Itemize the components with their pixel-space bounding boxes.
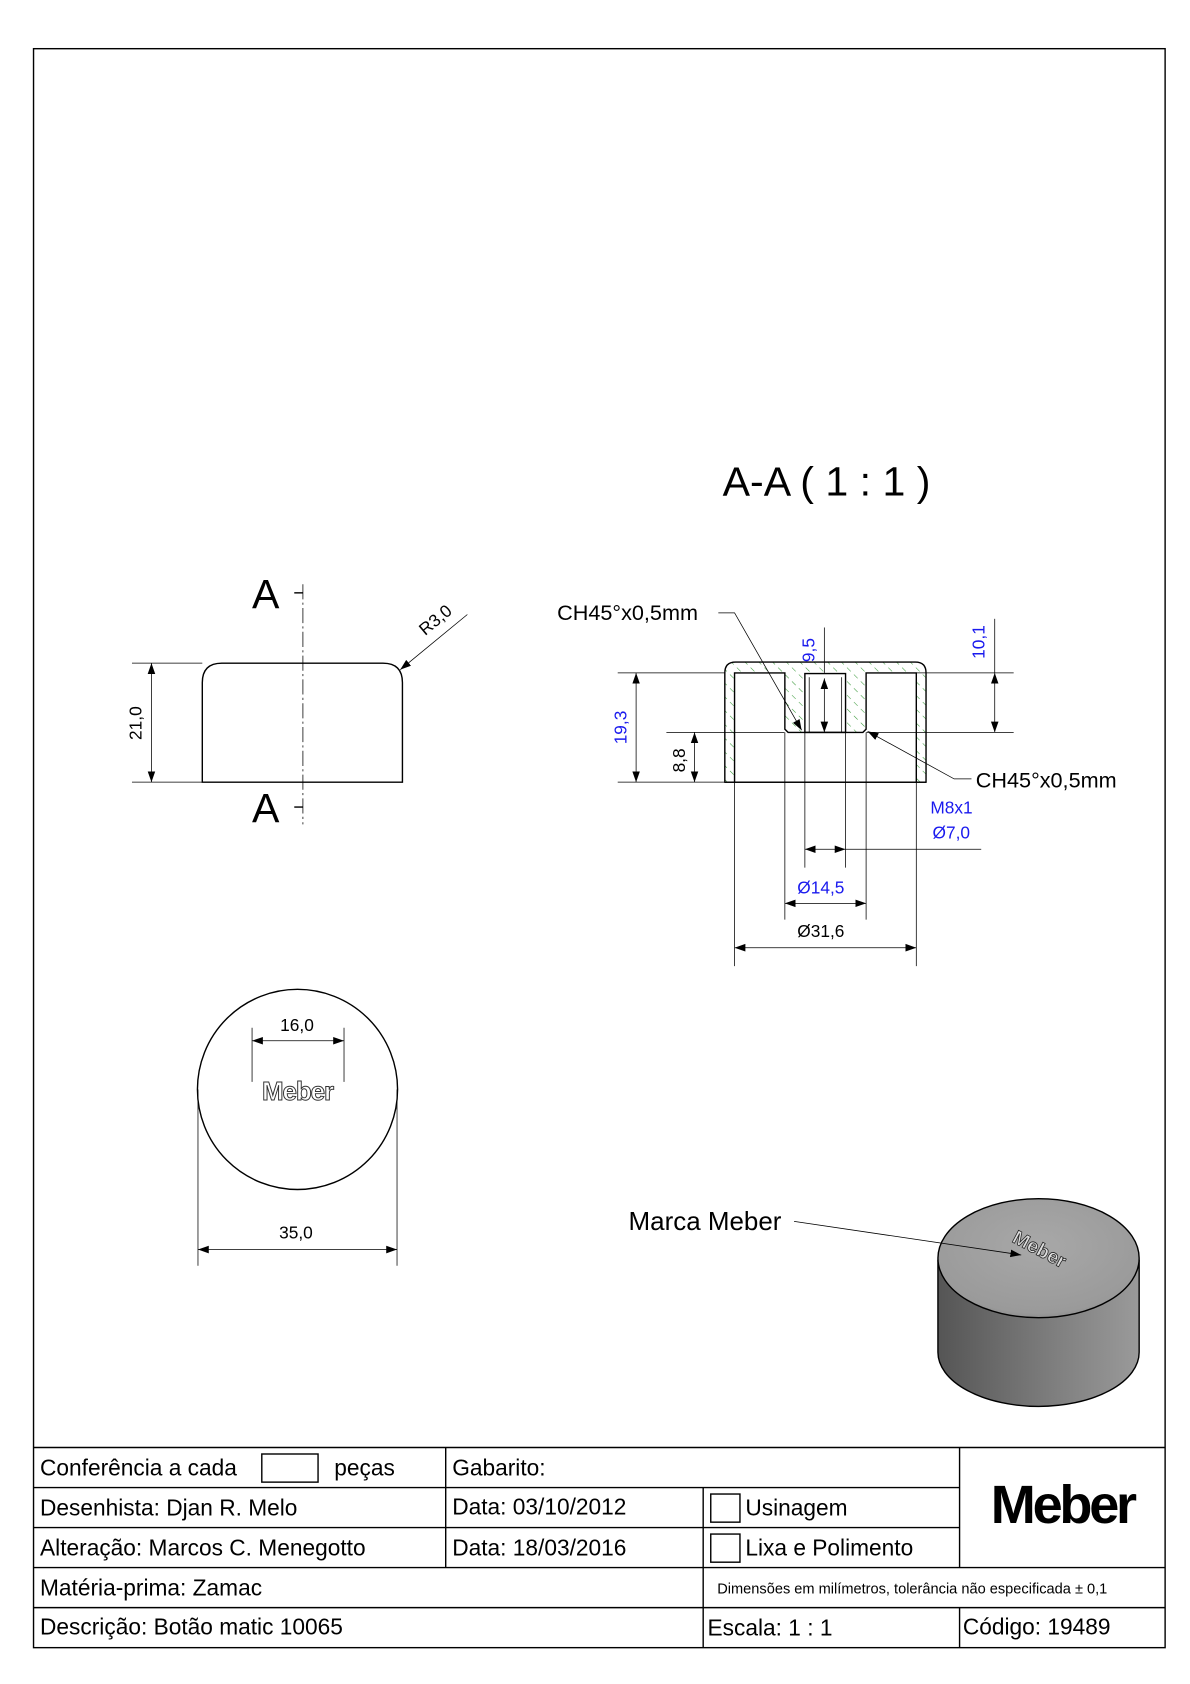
tolerance-note: Dimensões em milímetros, tolerância não … [717,1582,1107,1598]
chamfer-bottom-callout: CH45°x0,5mm [976,768,1117,793]
depth-10-1-dimension: 10,1 [968,625,988,659]
depth-8-8-dimension: 8,8 [669,748,689,772]
part-code: Código: 19489 [963,1614,1111,1640]
brand-mark-callout: Marca Meber [629,1206,782,1236]
diameter-dimension: 35,0 [279,1223,313,1243]
thread-spec: M8x1 [930,798,972,818]
hole-diameter-dimension: Ø7,0 [933,822,970,842]
height-dimension: 21,0 [126,706,146,740]
drafter: Desenhista: Djan R. Melo [40,1495,297,1521]
section-view: A-A ( 1 : 1 ) 19,3 8,8 10,1 9,5 CH45°x0,… [557,458,1117,967]
polish-label: Lixa e Polimento [745,1535,913,1561]
section-label-bottom: A [252,785,280,831]
date-modified: Data: 18/03/2016 [452,1535,626,1561]
chamfer-top-callout: CH45°x0,5mm [557,600,698,625]
depth-9-5-dimension: 9,5 [799,638,819,662]
radius-dimension: R3,0 [415,600,456,639]
usinagem-checkbox[interactable] [710,1493,741,1523]
boss-diameter-dimension: Ø14,5 [797,878,844,898]
section-label-top: A [252,571,280,617]
polish-checkbox[interactable] [710,1533,741,1563]
front-view: A A 21,0 R3,0 [126,571,468,831]
date-created: Data: 03/10/2012 [452,1494,626,1520]
usinagem-label: Usinagem [745,1495,847,1521]
editor: Alteração: Marcos C. Menegotto [40,1535,366,1561]
company-logo: Meber [991,1475,1137,1535]
section-title: A-A ( 1 : 1 ) [723,458,931,504]
scale: Escala: 1 : 1 [708,1615,833,1641]
inner-diameter-dimension: Ø31,6 [797,921,844,941]
sheet-border [32,47,1166,1649]
gabarito-label: Gabarito: [452,1455,545,1481]
description: Descrição: Botão matic 10065 [40,1614,343,1640]
material: Matéria-prima: Zamac [40,1575,262,1601]
logo-width-dimension: 16,0 [280,1015,314,1035]
check-frequency-suffix: peças [334,1455,395,1481]
engraved-logo: Meber [262,1076,334,1106]
depth-19-3-dimension: 19,3 [610,711,630,745]
check-frequency-label: Conferência a cada [40,1455,237,1481]
section-hatch [724,662,927,783]
iso-view: Meber Marca Meber [629,1197,1140,1408]
check-frequency-field[interactable] [261,1453,319,1483]
title-block: Conferência a cada peças Gabarito: Desen… [33,1446,1166,1648]
top-view: 16,0 Meber 35,0 [196,988,399,1266]
